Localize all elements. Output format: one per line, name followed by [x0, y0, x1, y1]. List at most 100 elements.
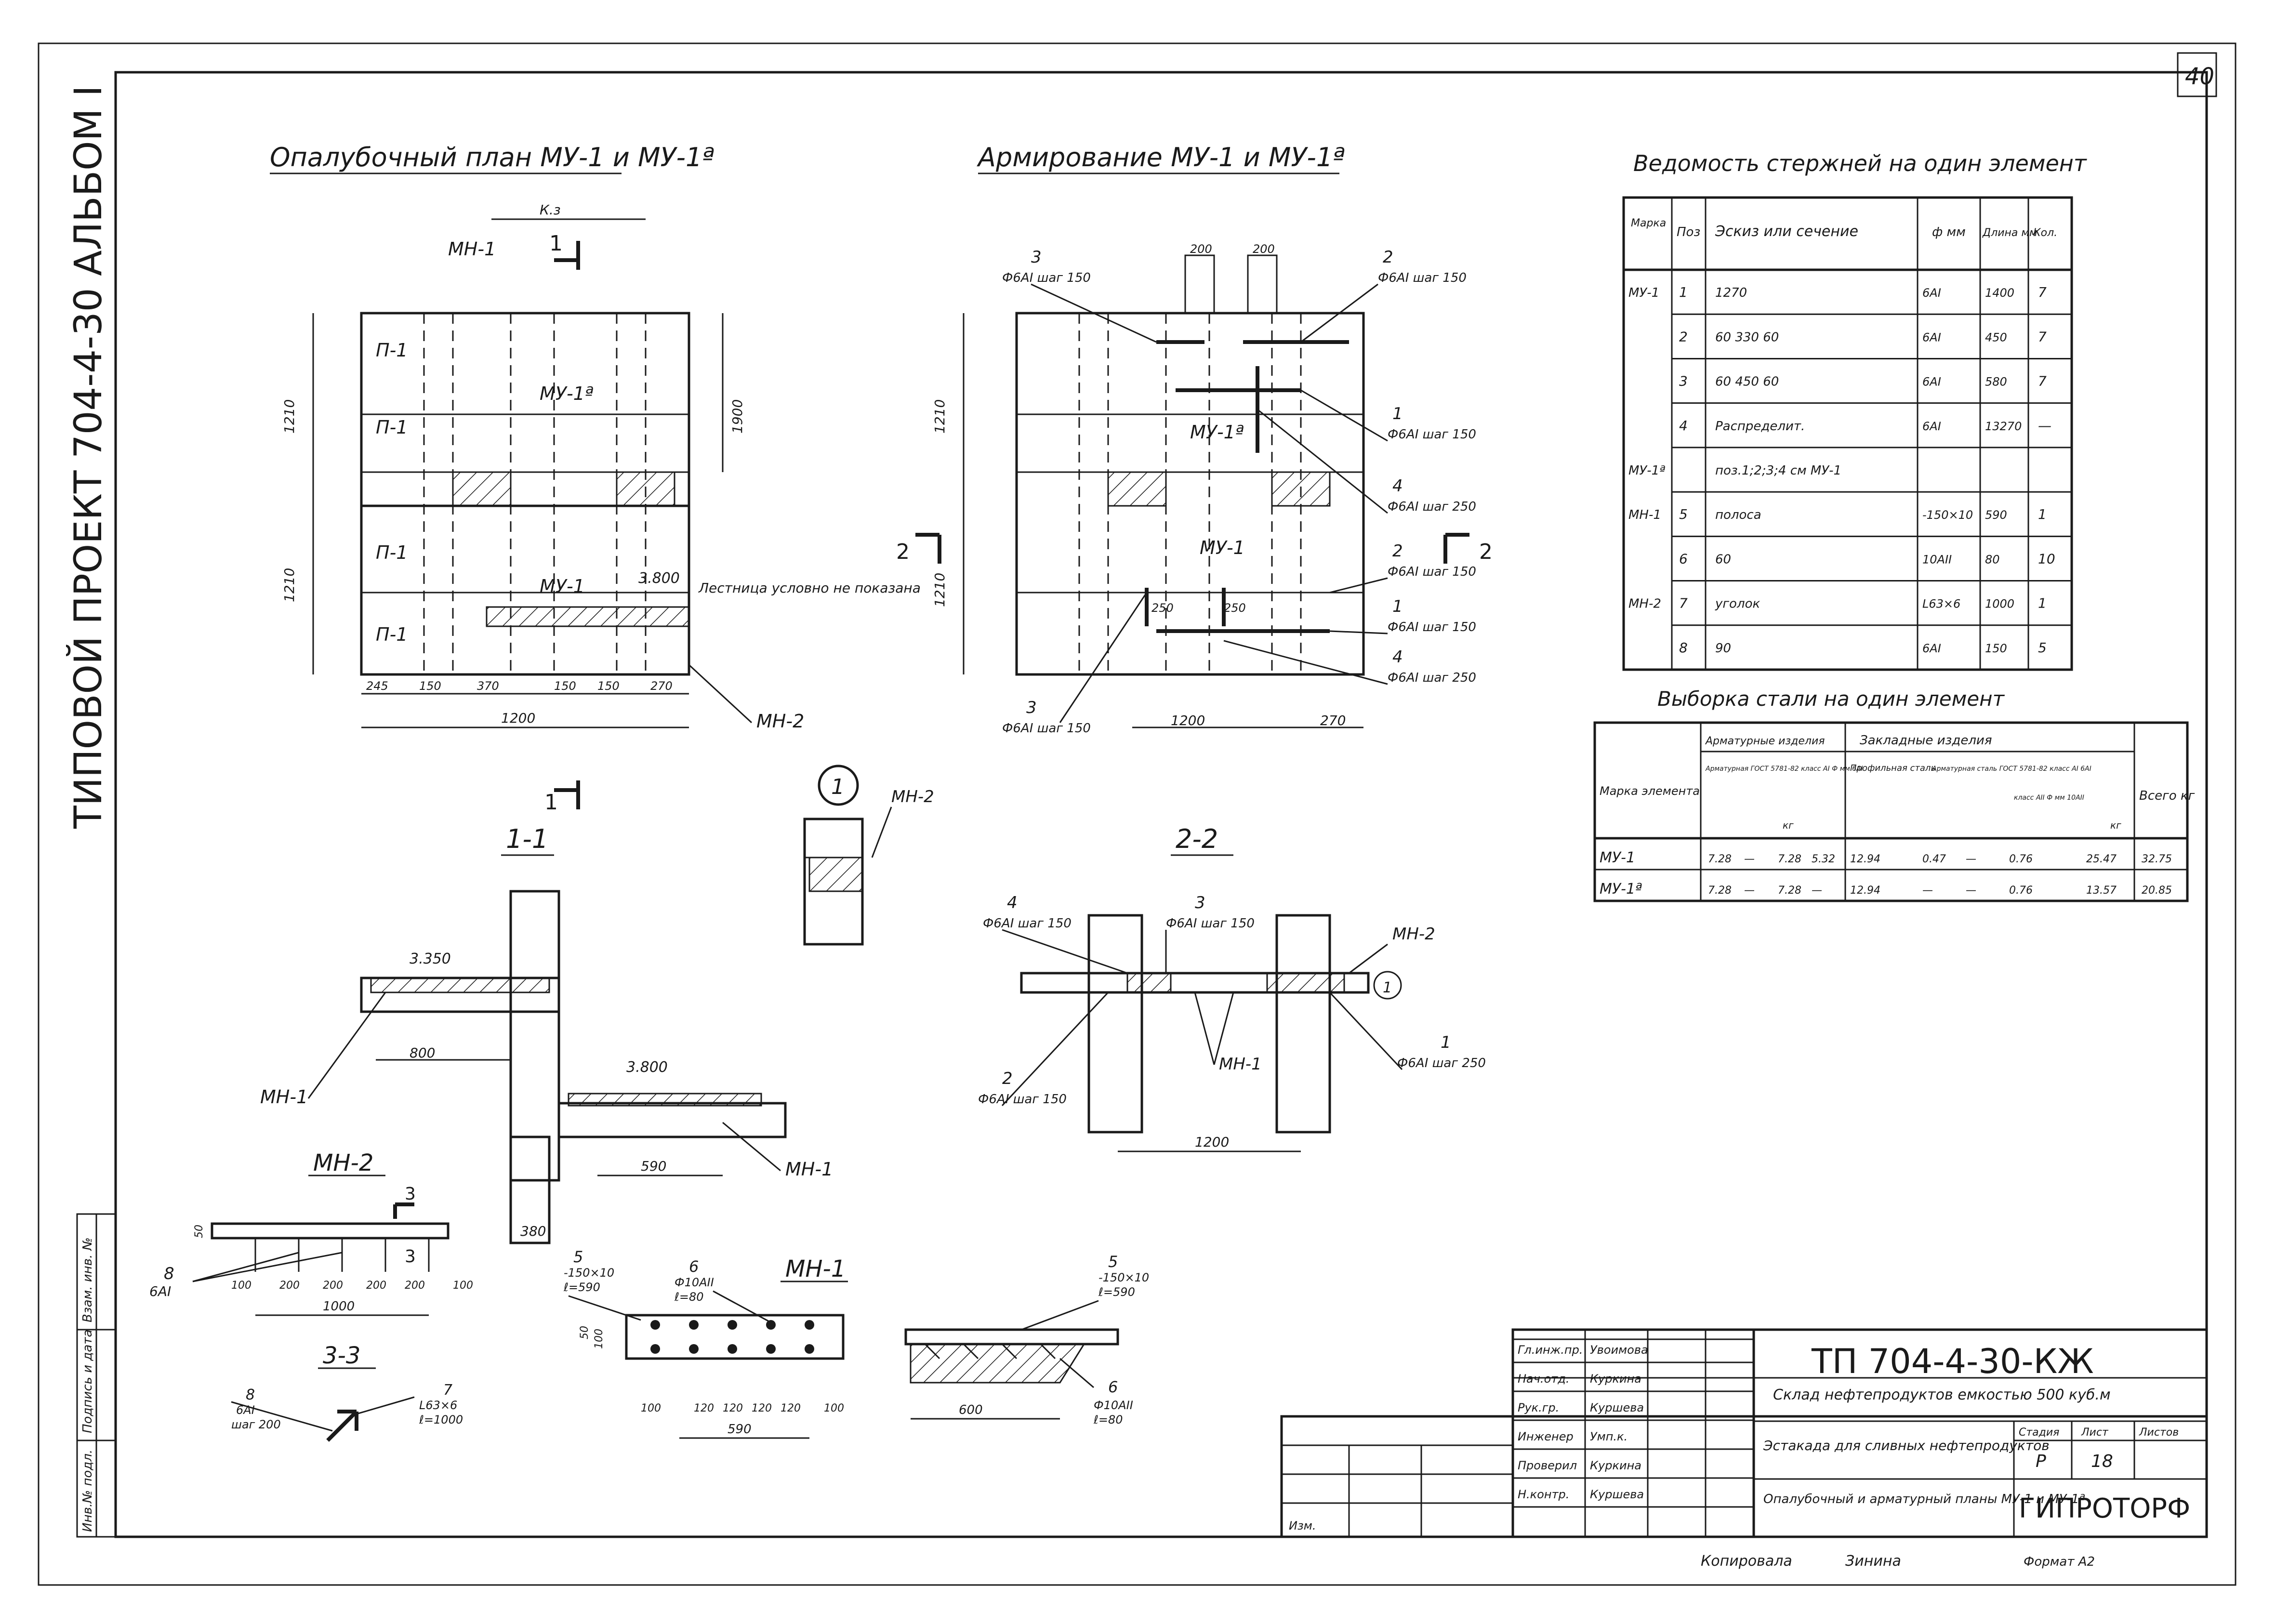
tb-sheet-label: Лист [2081, 1426, 2109, 1439]
mn1-side-pos5-spec: -150×10 [1098, 1271, 1149, 1284]
bars-cell-r2-c2: 60 450 60 [1715, 375, 1779, 389]
rebar-pos4-b-spec: Ф6АI шаг 250 [1388, 671, 1476, 685]
formwork-dim-150b: 150 [554, 679, 576, 693]
mn2-dim-200d: 200 [405, 1280, 425, 1292]
bars-cell-r1-c3: 6АI [1922, 330, 1941, 344]
formwork-plan: Опалубочный план МУ-1 и МУ-1ª МН-1 П-1 П… [270, 142, 921, 815]
bars-cell-r0-c5: 7 [2038, 284, 2047, 300]
bars-table-title: Ведомость стержней на один элемент [1633, 150, 2087, 176]
bars-cell-r5-c3: -150×10 [1922, 508, 1973, 522]
section-1-1: 1-1 3.350 3.800 МН-1 МН-1 800 590 380 [260, 824, 833, 1244]
bars-cell-r0-c2: 1270 [1715, 286, 1747, 300]
rebar-dim-250b: 250 [1224, 601, 1246, 615]
bars-cell-r0-c0: МУ-1 [1628, 286, 1659, 300]
bars-cell-r2-c1: 3 [1679, 373, 1688, 389]
bars-table: Ведомость стержней на один элемент Марка… [1622, 150, 2087, 671]
rebar-pos3-bottom: 3 [1026, 698, 1037, 717]
tb-role-0: Гл.инж.пр. [1518, 1343, 1583, 1357]
steel-sh-0: Арматурная ГОСТ 5781-82 класс АI Ф мм 6А… [1705, 765, 1863, 773]
section-1-1-dim-590: 590 [641, 1158, 666, 1174]
steel-h-total: Всего кг [2139, 789, 2195, 803]
rebar-mu1: МУ-1 [1200, 537, 1245, 558]
steel-cell-r1-c2: — [1744, 885, 1755, 897]
bars-h-len: Длина мм [1982, 227, 2038, 239]
mn1-dim-120d: 120 [781, 1402, 801, 1414]
bars-cell-r3-c1: 4 [1679, 418, 1688, 434]
rebar-pos4-a-spec: Ф6АI шаг 250 [1388, 500, 1476, 514]
steel-cell-r1-c1: 7.28 [1708, 885, 1732, 897]
steel-h-rebar: Арматурные изделия [1705, 735, 1825, 747]
bars-cell-r1-c5: 7 [2038, 329, 2047, 344]
rebar-pos3-bottom-spec: Ф6АI шаг 150 [1002, 721, 1091, 736]
bars-h-dia: ф мм [1932, 225, 1966, 239]
mn2-detail: МН-2 8 6АI 3 3 100 200 200 200 200 100 1… [149, 1149, 473, 1316]
mn1-pos6-len: ℓ=80 [674, 1290, 704, 1304]
bars-cell-r8-c3: 6АI [1922, 642, 1941, 655]
bars-cell-r3-c5: — [2038, 418, 2051, 434]
mn1-side-pos5: 5 [1108, 1253, 1118, 1271]
rebar-pos2-b-spec: Ф6АI шаг 150 [1388, 565, 1476, 579]
rebar-mu1a: МУ-1ª [1190, 422, 1244, 443]
rebar-pos1-b-spec: Ф6АI шаг 150 [1388, 620, 1476, 634]
rebar-pos1-b: 1 [1392, 597, 1403, 616]
rebar-pos3-top: 3 [1031, 248, 1042, 267]
section-3-3-pos8-step: шаг 200 [231, 1418, 281, 1431]
section-2-2-title: 2-2 [1176, 824, 1218, 854]
formwork-dim-150a: 150 [419, 679, 441, 693]
mn1-side-pos6: 6 [1108, 1378, 1118, 1396]
mn1-detail: МН-1 5 -150×10 ℓ=590 6 Ф10АII ℓ=80 100 1… [563, 1248, 848, 1439]
steel-cell-r1-c5: 12.94 [1850, 885, 1880, 897]
bars-cell-r5-c0: МН-1 [1628, 508, 1661, 522]
steel-cell-r0-c5: 12.94 [1850, 853, 1880, 865]
section-3-3-title: 3-3 [323, 1342, 360, 1369]
mn1-side-dim-600: 600 [959, 1403, 983, 1417]
mn1-pos6: 6 [689, 1257, 699, 1276]
bars-cell-r2-c3: 6АI [1922, 375, 1941, 389]
steel-sh-5: кг [2110, 819, 2121, 831]
rebar-cut-left: 2 [896, 540, 910, 564]
bars-cell-r7-c4: 1000 [1985, 597, 2014, 611]
steel-cell-r1-c7: — [1966, 885, 1976, 897]
mn2-dim-1000: 1000 [323, 1299, 355, 1314]
section-1-1-mn1-left: МН-1 [260, 1086, 308, 1108]
steel-table-title: Выборка стали на один элемент [1657, 687, 2005, 711]
rebar-pos1-a: 1 [1392, 404, 1403, 423]
bars-cell-r8-c2: 90 [1715, 641, 1731, 656]
section-3-3-pos8: 8 [246, 1386, 255, 1403]
formwork-p1-a: П-1 [376, 340, 408, 361]
bars-cell-r3-c2: Распределит. [1715, 419, 1805, 434]
formwork-cut-bottom: 1 [544, 790, 558, 815]
mn1-dim-100b: 100 [824, 1402, 844, 1414]
steel-cell-r0-c3: 7.28 [1778, 853, 1801, 865]
bars-cell-r5-c2: полоса [1715, 508, 1761, 522]
bars-cell-r5-c5: 1 [2038, 506, 2047, 522]
tb-name-0: Увоимова [1590, 1343, 1648, 1357]
bars-cell-r7-c2: уголок [1715, 597, 1760, 611]
section-1-1-mark-3800: 3.800 [626, 1059, 668, 1076]
bars-cell-r6-c2: 60 [1715, 552, 1731, 567]
tb-role-5: Н.контр. [1518, 1488, 1569, 1501]
formwork-p1-b: П-1 [376, 417, 408, 438]
steel-sh-3: Арматурная сталь ГОСТ 5781-82 класс АI 6… [1932, 765, 2091, 773]
mn1-dim-120b: 120 [723, 1402, 743, 1414]
rebar-pos1-a-spec: Ф6АI шаг 150 [1388, 427, 1476, 442]
section-1-1-mn1-right: МН-1 [785, 1159, 833, 1180]
formwork-dim-kz: К.з [540, 202, 561, 218]
bars-cell-r2-c4: 580 [1985, 375, 2007, 389]
section-2-2-pos1: 1 [1441, 1033, 1451, 1052]
steel-cell-r0-c10: 32.75 [2142, 853, 2172, 865]
section-1-1-mark-3350: 3.350 [410, 951, 451, 967]
node-1-mn2: МН-2 [891, 787, 934, 806]
section-2-2-mn1: МН-1 [1219, 1055, 1262, 1074]
formwork-dim-370: 370 [477, 679, 499, 693]
bars-cell-r3-c4: 13270 [1985, 420, 2022, 433]
tb-stage: Р [2036, 1452, 2046, 1471]
bars-cell-r8-c4: 150 [1985, 642, 2007, 655]
page-number: 40 [2185, 63, 2214, 90]
steel-cell-r1-c6: — [1922, 885, 1933, 897]
section-1-1-dim-380: 380 [520, 1223, 546, 1239]
tb-name-4: Куркина [1590, 1459, 1641, 1472]
tb-copier: Зинина [1845, 1553, 1901, 1570]
rebar-pos2-top-spec: Ф6АI шаг 150 [1378, 271, 1467, 285]
